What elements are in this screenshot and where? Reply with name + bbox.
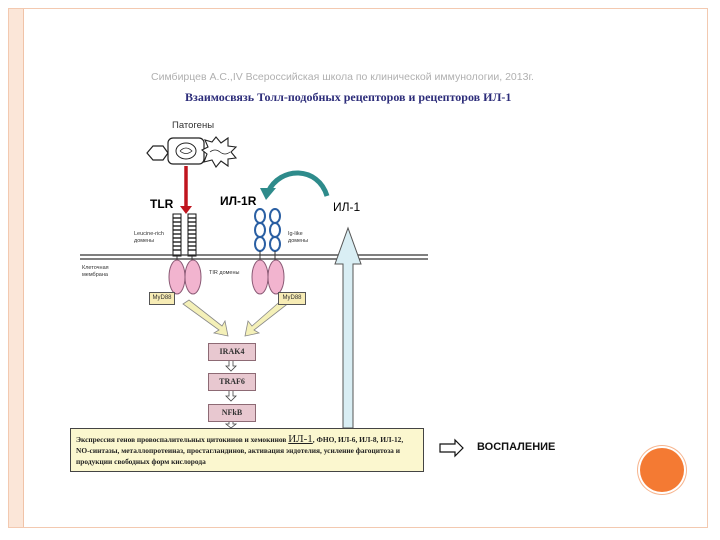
tir-domains-label: TIR домены (209, 270, 240, 276)
expression-rest: , ФНО, ИЛ-6, ИЛ-8, ИЛ-12, NO-синтазы, ме… (76, 435, 404, 466)
pathogen-nucleus-curl (179, 147, 193, 154)
expression-prefix: Экспрессия генов провоспалительных циток… (76, 435, 287, 444)
tlr-leucine-domains (172, 213, 197, 257)
myd88-to-irak4-arrows (182, 297, 291, 337)
gene-expression-box: Экспрессия генов провоспалительных циток… (70, 428, 424, 472)
myd88-box-right: MyD88 (278, 292, 306, 305)
ig-domains-label: Ig-like домены (288, 231, 309, 244)
nfkb-box: NFkB (208, 404, 256, 422)
il1r-label: ИЛ-1R (220, 194, 257, 208)
cell-membrane-label: Клеточная мембрана (82, 265, 109, 278)
il1-binding-arrow (265, 170, 330, 197)
tir-domains (168, 251, 285, 295)
pathogen-star (200, 136, 238, 168)
inflammation-label: ВОСПАЛЕНИЕ (477, 441, 556, 453)
inflammation-arrow (439, 438, 464, 458)
pathogen-nucleus (175, 142, 197, 160)
il1-binding-arrowhead (260, 188, 276, 200)
slide-subtitle: Симбирцев А.С.,IV Всероссийская школа по… (151, 71, 534, 83)
pathogen-hexagon (146, 145, 169, 161)
traf6-box: TRAF6 (208, 373, 256, 391)
pathogen-to-tlr-arrowhead (180, 206, 192, 214)
slide-title: Взаимосвязь Толл-подобных рецепторов и р… (185, 90, 512, 104)
signal-down-arrows (224, 359, 238, 429)
irak4-box: IRAK4 (208, 343, 256, 361)
il1r-ig-domains (254, 208, 281, 252)
pathogen-star-wave (209, 149, 231, 155)
myd88-box-left: MyD88 (149, 292, 175, 305)
expression-il1: ИЛ-1 (288, 433, 313, 445)
tlr-label: TLR (150, 197, 174, 211)
orange-circle-decoration (640, 448, 684, 492)
pathogen-shapes (146, 136, 238, 168)
pathogens-label: Патогены (172, 120, 215, 131)
il1-secretion-arrow (334, 226, 362, 429)
frame-inner-line (23, 9, 707, 527)
leucine-domains-label: Leucine-rich домены (134, 231, 164, 244)
cell-membrane (80, 254, 428, 260)
il1-label: ИЛ-1 (333, 200, 361, 214)
